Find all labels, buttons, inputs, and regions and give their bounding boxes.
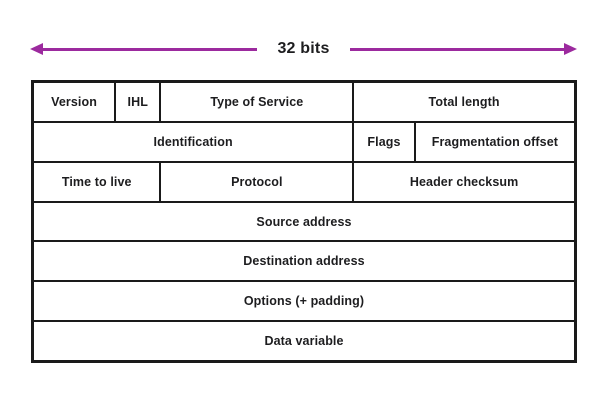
bit-width-label: 32 bits bbox=[277, 40, 330, 57]
table-row: Time to live Protocol Header checksum bbox=[34, 162, 574, 203]
table-row: Options (+ padding) bbox=[34, 282, 574, 323]
field-source-address: Source address bbox=[256, 214, 352, 229]
table-row: Version IHL Type of Service Total length bbox=[34, 83, 574, 123]
table-row: Destination address bbox=[34, 242, 574, 283]
field-flags: Flags bbox=[354, 122, 416, 161]
arrow-line-right bbox=[349, 47, 564, 51]
arrow-line-left bbox=[43, 47, 258, 51]
field-time-to-live: Time to live bbox=[34, 162, 162, 201]
field-type-of-service: Type of Service bbox=[161, 83, 355, 121]
field-options-padding: Options (+ padding) bbox=[243, 294, 365, 309]
field-header-checksum: Header checksum bbox=[409, 174, 519, 189]
table-row: Source address bbox=[34, 203, 574, 243]
field-data-variable: Data variable bbox=[264, 334, 344, 349]
field-fragmentation-offset: Fragmentation offset bbox=[431, 134, 559, 149]
field-ihl: IHL bbox=[116, 83, 162, 121]
arrow-right-icon bbox=[564, 43, 577, 55]
header-fields-table: Version IHL Type of Service Total length… bbox=[31, 80, 577, 363]
table-row: Data variable bbox=[34, 322, 574, 360]
bit-width-scale: 32 bits bbox=[30, 38, 577, 60]
field-protocol: Protocol bbox=[161, 162, 355, 201]
field-version: Version bbox=[34, 83, 117, 121]
field-destination-address: Destination address bbox=[243, 254, 365, 269]
field-identification: Identification bbox=[34, 122, 355, 161]
table-row: Identification Flags Fragmentation offse… bbox=[34, 122, 574, 163]
arrow-left-icon bbox=[30, 43, 43, 55]
field-total-length: Total length bbox=[428, 94, 500, 109]
